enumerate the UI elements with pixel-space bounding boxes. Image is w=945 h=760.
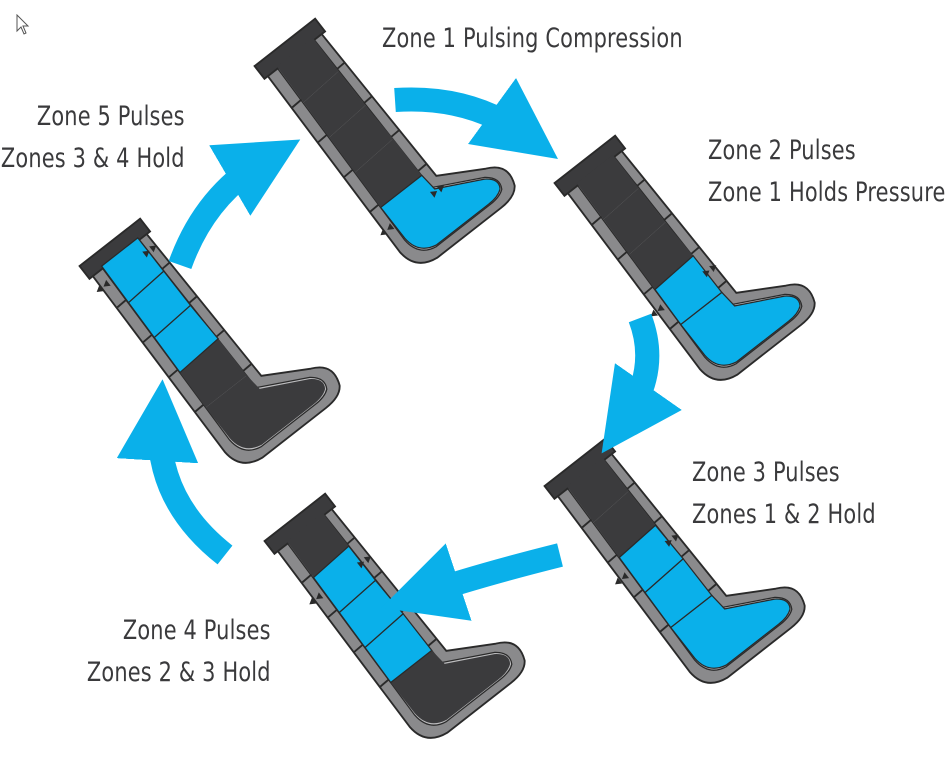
label-line: Zones 2 & 3 Hold [87,657,271,688]
curved-arrow-icon [381,543,563,621]
boot-zone4 [263,457,534,750]
label-line: Zones 3 & 4 Hold [1,143,185,174]
label-zone3: Zone 3 Pulses Zones 1 & 2 Hold [692,452,876,536]
boot-zone3 [543,402,814,695]
boot-zone5 [78,182,349,475]
mouse-pointer-icon [16,14,30,35]
label-line: Zone 1 Pulsing Compression [382,23,683,54]
label-line: Zone 3 Pulses [692,457,840,488]
label-line: Zone 1 Holds Pressure [708,177,945,208]
curved-arrow-icon [168,139,301,270]
curved-arrow-icon [601,313,682,454]
label-zone5: Zone 5 Pulses Zones 3 & 4 Hold [1,96,185,180]
label-line: Zone 2 Pulses [708,135,856,166]
label-zone4: Zone 4 Pulses Zones 2 & 3 Hold [87,610,271,694]
curved-arrow-icon [116,379,233,565]
label-line: Zones 1 & 2 Hold [692,499,876,530]
label-line: Zone 5 Pulses [37,101,185,132]
curved-arrow-icon [394,78,559,159]
label-line: Zone 4 Pulses [123,615,271,646]
label-zone1: Zone 1 Pulsing Compression [382,18,683,60]
label-zone2: Zone 2 Pulses Zone 1 Holds Pressure [708,130,945,214]
